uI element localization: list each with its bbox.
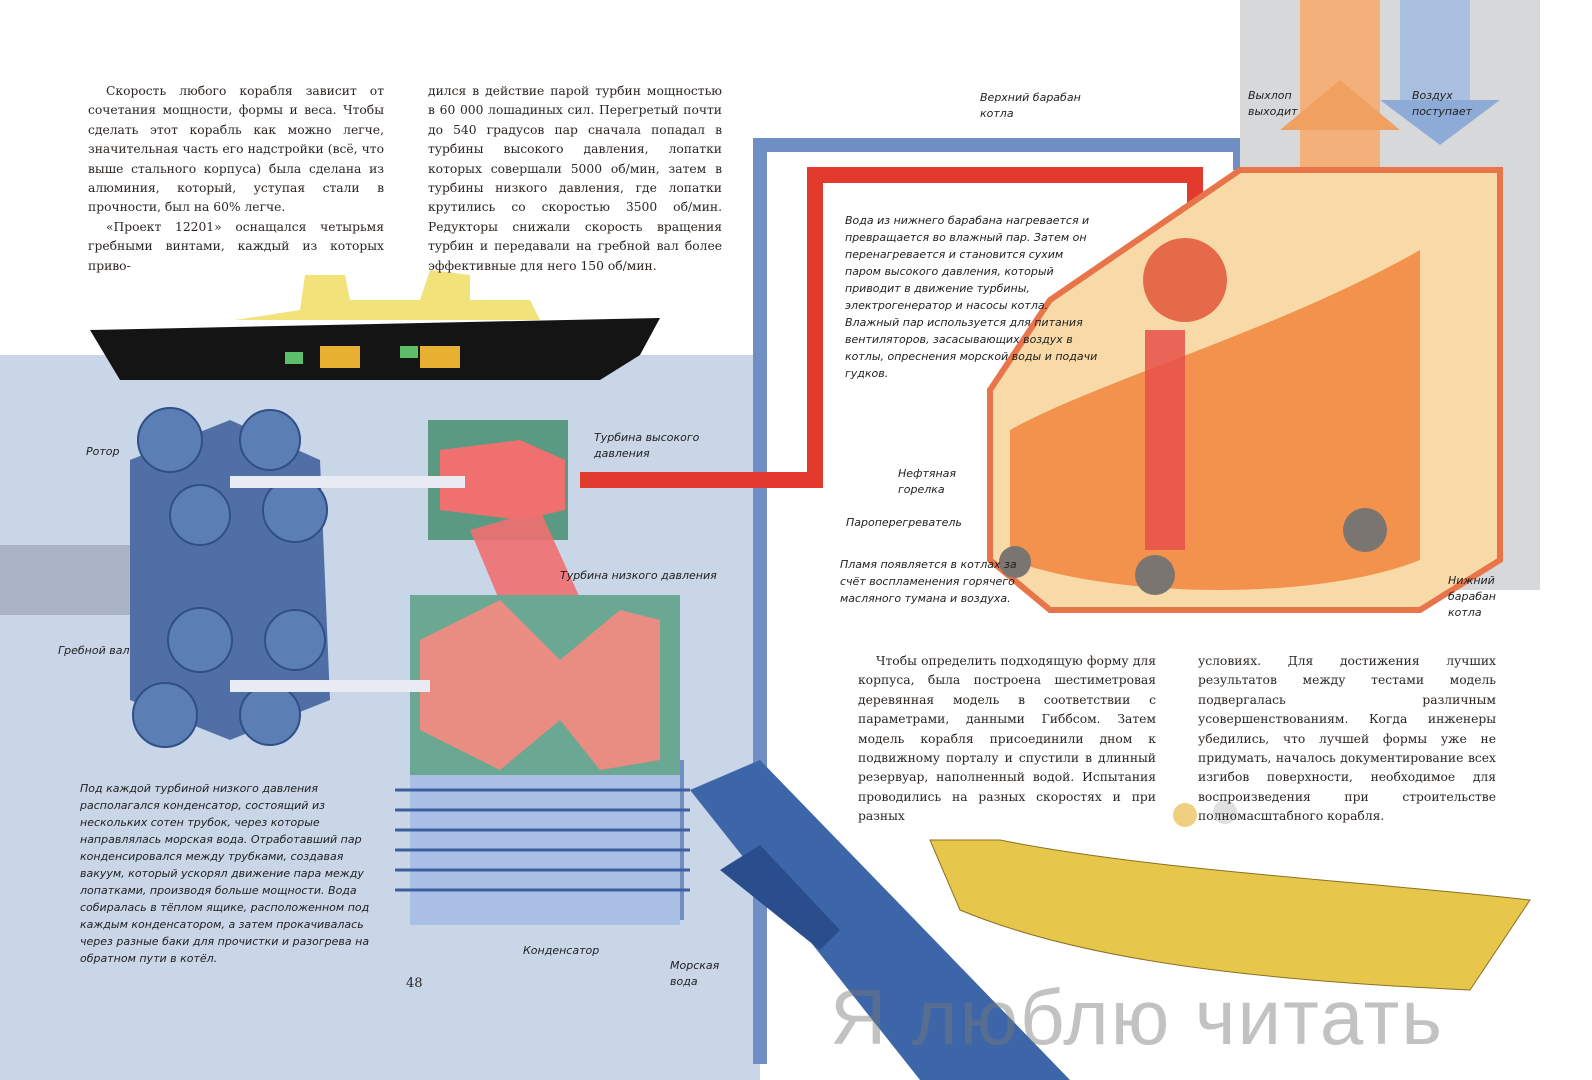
- intro-column-1: Скорость любого корабля зависит от сочет…: [88, 82, 384, 276]
- page-number: 48: [406, 976, 423, 991]
- intro-column-2: дился в действие парой турбин мощностью …: [428, 84, 722, 273]
- label-lower-drum: Нижний барабан котла: [1448, 574, 1496, 619]
- lower-drum: [1343, 508, 1387, 552]
- lp-turbine: [420, 600, 660, 770]
- hull-column-1: Чтобы определить подходящую форму для ко…: [858, 654, 1156, 824]
- label-sea-water: Морская вода: [670, 959, 720, 988]
- superheater: [1145, 330, 1185, 550]
- caption-flame: Пламя появляется в котлах за счёт воспла…: [840, 558, 1017, 605]
- intro-paragraph-2: «Проект 12201» оснащался четырьмя гребны…: [88, 219, 384, 273]
- label-oil-burner: Нефтяная горелка: [898, 467, 957, 496]
- label-superheater: Пароперегреватель: [846, 516, 962, 529]
- ship-silhouette: [90, 270, 660, 380]
- caption-boiler: Вода из нижнего барабана нагревается и п…: [845, 214, 1098, 380]
- label-exhaust: Выхлоп выходит: [1248, 89, 1298, 118]
- sea-water-band: [690, 760, 1070, 1080]
- exhaust-arrow: [1280, 80, 1400, 130]
- air-arrow: [1380, 100, 1500, 145]
- label-condenser: Конденсатор: [523, 944, 600, 957]
- label-hp-turbine: Турбина высокого давления: [594, 431, 700, 460]
- label-propeller-shaft: Гребной вал: [58, 644, 130, 657]
- gears: [132, 407, 328, 748]
- caption-condenser: Под каждой турбиной низкого давления рас…: [80, 782, 370, 965]
- label-upper-drum: Верхний барабан котла: [980, 91, 1081, 120]
- hp-turbine: [440, 440, 565, 520]
- hull-model: [929, 839, 1531, 991]
- label-air-in: Воздух поступает: [1412, 89, 1472, 118]
- watermark: Я люблю читать: [830, 973, 1444, 1061]
- label-rotor: Ротор: [86, 445, 120, 458]
- intro-paragraph-1: Скорость любого корабля зависит от сочет…: [88, 84, 384, 215]
- hp-shaft: [230, 476, 465, 488]
- upper-drum: [1143, 238, 1227, 322]
- lp-shaft: [230, 680, 430, 692]
- hull-column-2: условиях. Для достижения лучших результа…: [1198, 654, 1496, 824]
- label-lp-turbine: Турбина низкого давления: [560, 569, 717, 582]
